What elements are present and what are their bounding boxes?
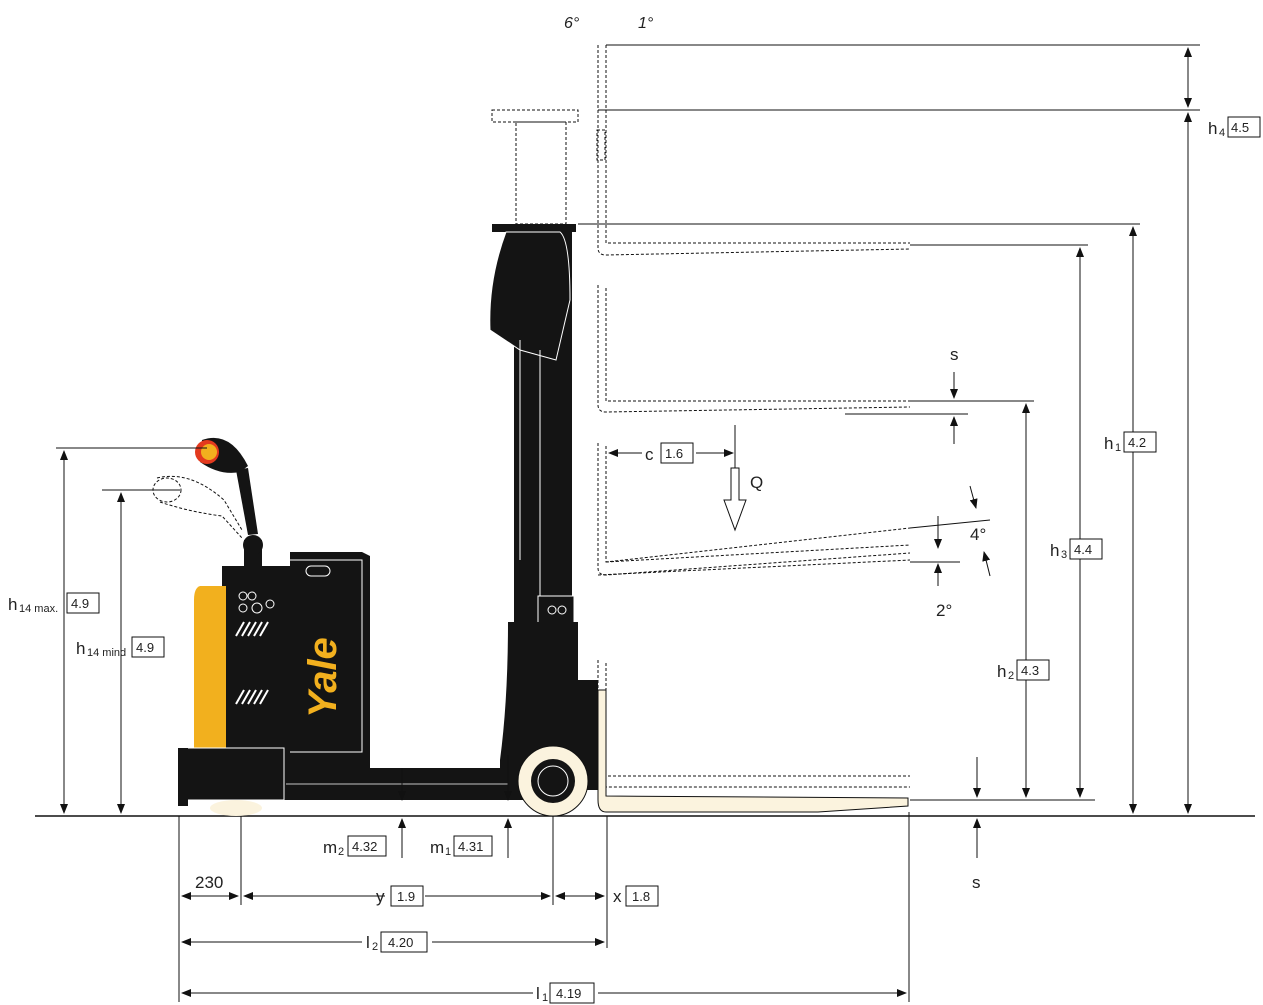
svg-text:4.31: 4.31: [458, 839, 483, 854]
svg-text:m: m: [323, 838, 337, 857]
label-h1: h 1 4.2: [1104, 431, 1157, 454]
svg-text:2: 2: [338, 846, 344, 858]
yellow-side-panel: [194, 586, 226, 748]
label-m1: m 1 4.31: [430, 835, 493, 858]
load-wheel: [517, 745, 589, 817]
svg-text:l: l: [536, 984, 540, 1003]
truck-body: [152, 437, 578, 806]
svg-text:4.3: 4.3: [1021, 663, 1039, 678]
forks-lowered: [597, 689, 909, 813]
svg-text:14 max.: 14 max.: [19, 603, 58, 615]
label-230: 230: [195, 873, 223, 892]
svg-text:3: 3: [1061, 549, 1067, 561]
label-m2: m 2 4.32: [323, 835, 387, 858]
svg-text:4: 4: [1219, 127, 1225, 139]
svg-text:4.9: 4.9: [136, 640, 154, 655]
svg-text:l: l: [366, 933, 370, 952]
svg-text:h: h: [8, 595, 17, 614]
label-h14-min: h 14 mind 4.9: [76, 636, 165, 659]
svg-text:1: 1: [1115, 442, 1121, 454]
svg-text:y: y: [376, 887, 385, 906]
svg-text:4.9: 4.9: [71, 596, 89, 611]
svg-text:14 mind: 14 mind: [87, 647, 126, 659]
svg-text:h: h: [1208, 119, 1217, 138]
label-y: y 1.9: [376, 885, 424, 907]
label-c: c 1.6: [645, 442, 694, 464]
label-h2: h 2 4.3: [997, 659, 1050, 682]
label-h4: h 4 4.5: [1208, 116, 1261, 139]
svg-text:4.19: 4.19: [556, 986, 581, 1001]
svg-text:4.2: 4.2: [1128, 435, 1146, 450]
label-l1: l 1 4.19: [536, 982, 595, 1004]
drive-wheel: [210, 800, 262, 816]
svg-text:1.9: 1.9: [397, 889, 415, 904]
label-s-bottom: s: [972, 873, 981, 892]
svg-text:h: h: [1104, 434, 1113, 453]
svg-text:x: x: [613, 887, 622, 906]
svg-text:2: 2: [372, 941, 378, 953]
svg-text:1.8: 1.8: [632, 889, 650, 904]
svg-text:1: 1: [542, 992, 548, 1004]
svg-text:m: m: [430, 838, 444, 857]
svg-text:h: h: [1050, 541, 1059, 560]
svg-text:1: 1: [445, 846, 451, 858]
svg-text:4.4: 4.4: [1074, 542, 1092, 557]
angle-1: 1°: [638, 15, 654, 32]
label-x: x 1.8: [613, 885, 659, 907]
label-h3: h 3 4.4: [1050, 538, 1103, 561]
angle-labels: 6° 1° 4° 2°: [564, 15, 986, 620]
dimension-lines: [56, 44, 1200, 1002]
svg-text:c: c: [645, 445, 654, 464]
label-q: Q: [750, 473, 763, 492]
angle-6: 6°: [564, 15, 580, 32]
label-h14-max: h 14 max. 4.9: [8, 592, 100, 615]
svg-text:4.5: 4.5: [1231, 120, 1249, 135]
label-l2: l 2 4.20: [366, 931, 428, 953]
angle-2: 2°: [936, 601, 952, 620]
svg-text:2: 2: [1008, 670, 1014, 682]
label-s-top: s: [950, 345, 959, 364]
angle-4: 4°: [970, 525, 986, 544]
svg-text:4.32: 4.32: [352, 839, 377, 854]
brand-logo: Yale: [301, 637, 345, 718]
load-arrow-q: [723, 467, 747, 532]
svg-text:h: h: [997, 662, 1006, 681]
svg-text:1.6: 1.6: [665, 446, 683, 461]
svg-text:h: h: [76, 639, 85, 658]
svg-text:4.20: 4.20: [388, 935, 413, 950]
